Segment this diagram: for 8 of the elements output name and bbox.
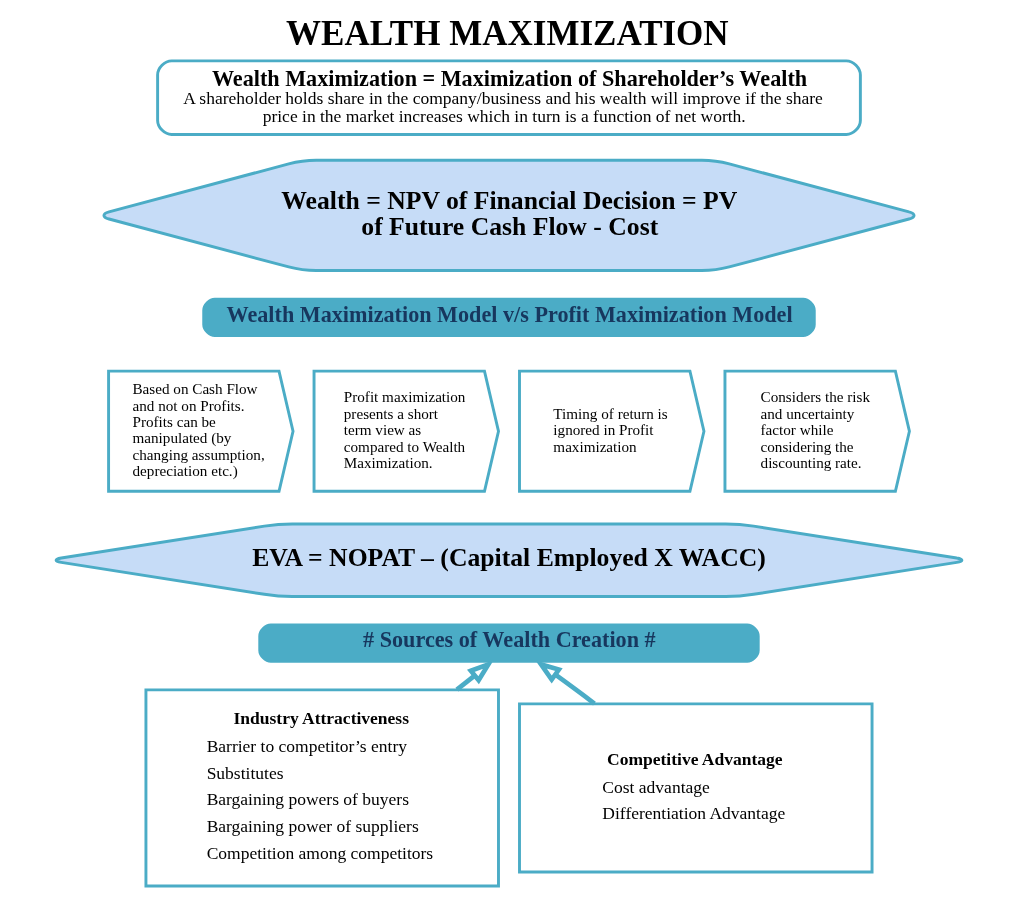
arrow — [534, 660, 596, 706]
node-ellipse: Wealth = NPV of Financial Decision = PV of Future Cash Flow - Cost — [102, 158, 915, 272]
diagram-title: WEALTH MAXIMIZATION — [285, 13, 729, 53]
node-ellipse: EVA = NOPAT – (Capital Employed X WACC) — [54, 522, 963, 598]
node-box: Competitive Advantage Cost advantage Differentiation Advantage — [517, 702, 873, 874]
node-box: Industry Attractiveness Barrier to competitor’s entry Substitutes Bargaining powers of buyers Bargaining power of suppliers Competition among competitors — [144, 688, 500, 888]
arrow — [454, 659, 494, 692]
node-box: Wealth Maximization = Maximization of Shareholder’s Wealth A shareholder holds share in the company/business and his wealth will improve if the share price in the market increases which in turn is a function of net worth. — [155, 59, 862, 136]
